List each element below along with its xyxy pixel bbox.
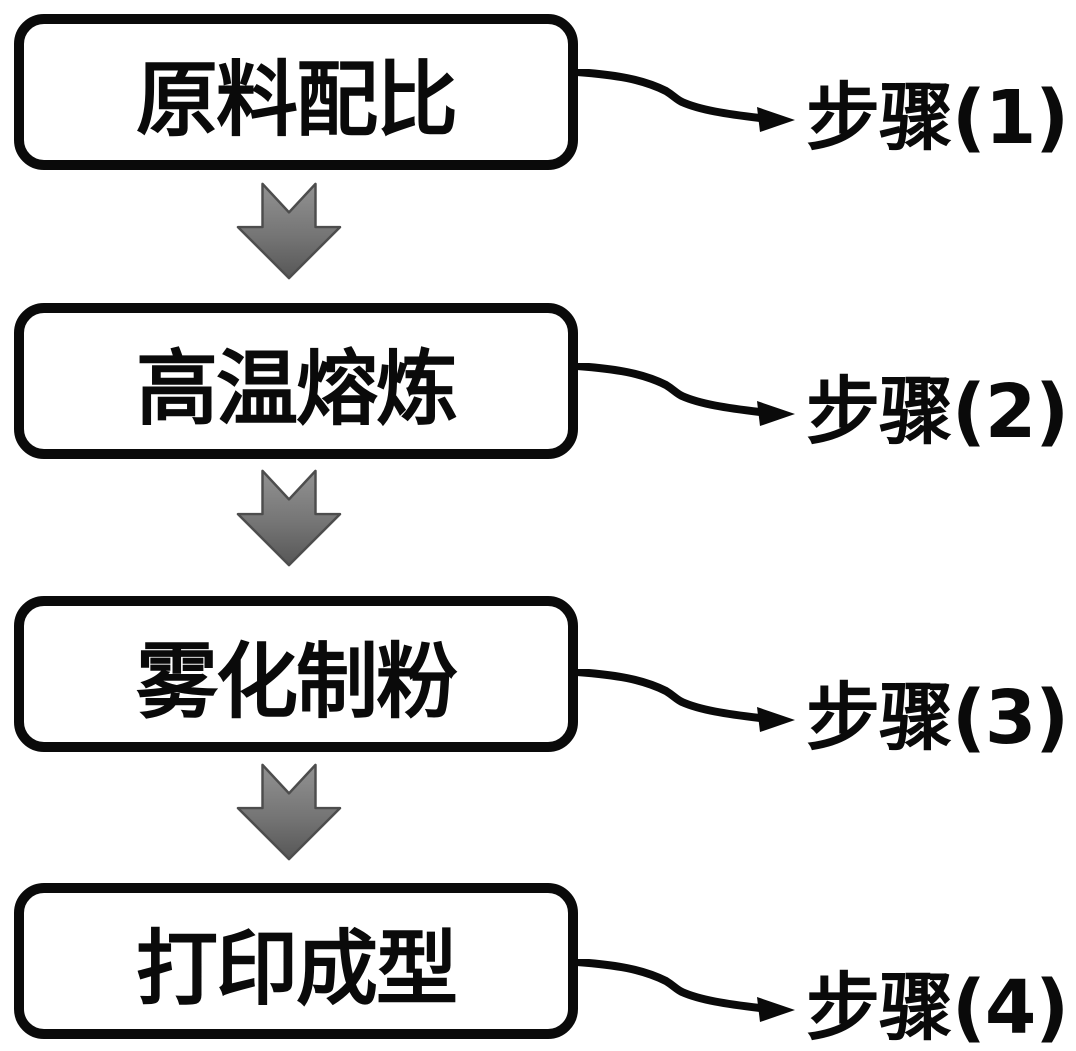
curved-right-arrow-icon-2 [576, 363, 795, 426]
arrowhead-icon [757, 107, 795, 132]
chevron-down-arrow-icon-2 [236, 469, 342, 567]
chevron-down-arrow-icon-3 [236, 763, 342, 861]
curved-right-arrow-icon-4 [576, 959, 795, 1022]
process-box-2-label: 高温熔炼 [135, 341, 458, 437]
process-box-4-label: 打印成型 [135, 921, 458, 1017]
arrowhead-icon [757, 401, 795, 426]
process-box-1-label: 原料配比 [135, 52, 458, 148]
step-label-1: 步骤(1) [806, 75, 1069, 161]
process-box-4: 打印成型 [14, 883, 578, 1039]
arrowhead-icon [757, 707, 795, 732]
process-box-1: 原料配比 [14, 14, 578, 170]
process-box-2: 高温熔炼 [14, 303, 578, 459]
process-box-3-label: 雾化制粉 [135, 634, 458, 730]
step-label-3: 步骤(3) [806, 675, 1069, 761]
step-label-4: 步骤(4) [806, 965, 1069, 1051]
process-box-3: 雾化制粉 [14, 596, 578, 752]
chevron-down-arrow-icon-1 [236, 182, 342, 280]
arrowhead-icon [757, 997, 795, 1022]
curved-right-arrow-icon-3 [576, 669, 795, 732]
step-label-2: 步骤(2) [806, 369, 1069, 455]
curved-right-arrow-icon-1 [576, 69, 795, 132]
